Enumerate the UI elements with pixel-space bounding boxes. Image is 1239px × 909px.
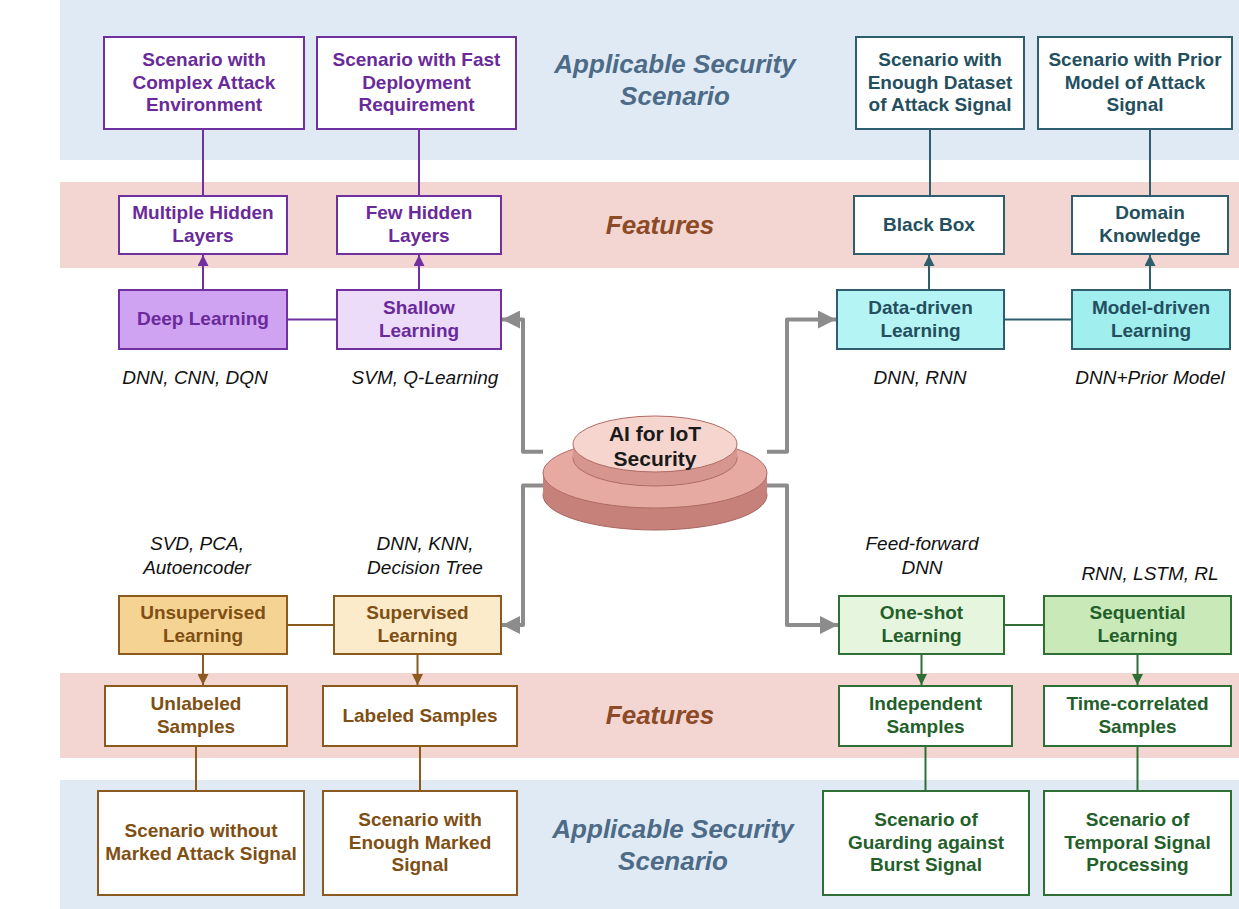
core-title: AI for IoT Security (577, 421, 733, 471)
box-text: Scenario with Fast Deployment Requiremen… (324, 49, 509, 117)
connector-line (419, 747, 421, 790)
band-ground (60, 780, 1239, 909)
concept-box: Black Box (853, 195, 1005, 255)
box-text: Time-correlated Samples (1051, 693, 1224, 739)
method-label: SVD, PCA, Autoencoder (122, 532, 272, 580)
core-cylinder: AI for IoT Security (540, 408, 770, 533)
box-text: Scenario with Enough Marked Signal (330, 809, 510, 877)
concept-box: Independent Samples (838, 685, 1013, 747)
concept-box: Scenario without Marked Attack Signal (97, 790, 305, 896)
concept-box: Few Hidden Layers (336, 195, 502, 255)
box-text: Shallow Learning (344, 297, 494, 343)
band-title: Applicable Security Scenario (550, 48, 800, 113)
concept-box: Model-driven Learning (1071, 289, 1231, 350)
concept-box: Unlabeled Samples (104, 685, 288, 747)
method-label: DNN, CNN, DQN (95, 366, 295, 390)
cylinder-top (573, 416, 737, 472)
concept-box: Sequential Learning (1043, 595, 1232, 655)
method-label: RNN, LSTM, RL (1065, 562, 1235, 586)
box-text: Labeled Samples (342, 705, 497, 728)
box-text: Sequential Learning (1051, 602, 1224, 648)
connector-line (925, 747, 927, 790)
concept-box: Scenario with Prior Model of Attack Sign… (1037, 36, 1233, 130)
band-ground (60, 0, 1239, 160)
method-label: SVM, Q-Learning (325, 366, 525, 390)
box-text: Scenario without Marked Attack Signal (105, 820, 297, 866)
box-text: Independent Samples (846, 693, 1005, 739)
connector-arrow (767, 486, 838, 626)
box-text: Supervised Learning (341, 602, 494, 648)
section-band: Features Multiple Hidden Layers Few Hidden… (60, 182, 1239, 268)
concept-box: Unsupervised Learning (118, 595, 288, 655)
concept-box: Deep Learning (118, 289, 288, 350)
connector-arrow (502, 320, 543, 452)
box-text: Deep Learning (137, 308, 269, 331)
box-text: Data-driven Learning (844, 297, 997, 343)
box-text: Scenario of Temporal Signal Processing (1051, 809, 1224, 877)
connector-line (929, 130, 931, 195)
box-text: Multiple Hidden Layers (126, 202, 280, 248)
band-title: Features (560, 209, 760, 242)
concept-box: Supervised Learning (333, 595, 502, 655)
method-label: Feed-forward DNN (857, 532, 987, 580)
connector-line (418, 130, 420, 195)
concept-box: Labeled Samples (322, 685, 518, 747)
concept-box: Shallow Learning (336, 289, 502, 350)
section-band: Applicable Security Scenario Scenario wit… (60, 780, 1239, 909)
connector-arrow (417, 655, 419, 685)
connector-arrow (1149, 255, 1151, 289)
connector-line (1137, 747, 1139, 790)
box-text: Few Hidden Layers (344, 202, 494, 248)
connector-arrow (928, 255, 930, 289)
concept-box: Scenario of Guarding against Burst Signa… (822, 790, 1030, 896)
box-text: Unlabeled Samples (112, 693, 280, 739)
connector-line (288, 624, 333, 626)
connector-arrow (502, 486, 543, 626)
concept-box: Scenario of Temporal Signal Processing (1043, 790, 1232, 896)
box-text: Scenario with Prior Model of Attack Sign… (1045, 49, 1225, 117)
method-label: DNN+Prior Model (1065, 366, 1235, 390)
box-text: Domain Knowledge (1079, 202, 1221, 248)
concept-box: Scenario with Complex Attack Environment (103, 36, 305, 130)
box-text: Black Box (883, 214, 975, 237)
connector-arrow (418, 255, 420, 289)
box-text: Model-driven Learning (1079, 297, 1223, 343)
concept-box: Scenario with Enough Marked Signal (322, 790, 518, 896)
connector-arrow (767, 320, 836, 452)
box-text: Scenario with Enough Dataset of Attack S… (863, 49, 1017, 117)
method-label: DNN, RNN (840, 366, 1000, 390)
concept-box: Scenario with Fast Deployment Requiremen… (316, 36, 517, 130)
band-ground (60, 673, 1239, 758)
connector-line (288, 319, 336, 321)
box-text: Scenario with Complex Attack Environment (111, 49, 297, 117)
connector-line (202, 130, 204, 195)
connector-arrow (1137, 655, 1139, 685)
band-title: Features (560, 699, 760, 732)
concept-box: One-shot Learning (838, 595, 1005, 655)
band-ground (60, 182, 1239, 268)
connector-arrow (921, 655, 923, 685)
concept-box: Domain Knowledge (1071, 195, 1229, 255)
section-band: Features Unlabeled Samples Labeled Samples… (60, 673, 1239, 758)
connector-line (1149, 130, 1151, 195)
concept-box: Data-driven Learning (836, 289, 1005, 350)
concept-box: Scenario with Enough Dataset of Attack S… (855, 36, 1025, 130)
section-band: Applicable Security Scenario Scenario wit… (60, 0, 1239, 160)
concept-box: Multiple Hidden Layers (118, 195, 288, 255)
box-text: Scenario of Guarding against Burst Signa… (830, 809, 1022, 877)
band-title: Applicable Security Scenario (548, 813, 798, 878)
concept-box: Time-correlated Samples (1043, 685, 1232, 747)
connector-line (1005, 624, 1043, 626)
connector-line (1005, 319, 1071, 321)
box-text: Unsupervised Learning (126, 602, 280, 648)
box-text: One-shot Learning (846, 602, 997, 648)
method-label: DNN, KNN, Decision Tree (340, 532, 510, 580)
connector-arrow (202, 255, 204, 289)
connector-arrow (202, 655, 204, 685)
connector-line (195, 747, 197, 790)
